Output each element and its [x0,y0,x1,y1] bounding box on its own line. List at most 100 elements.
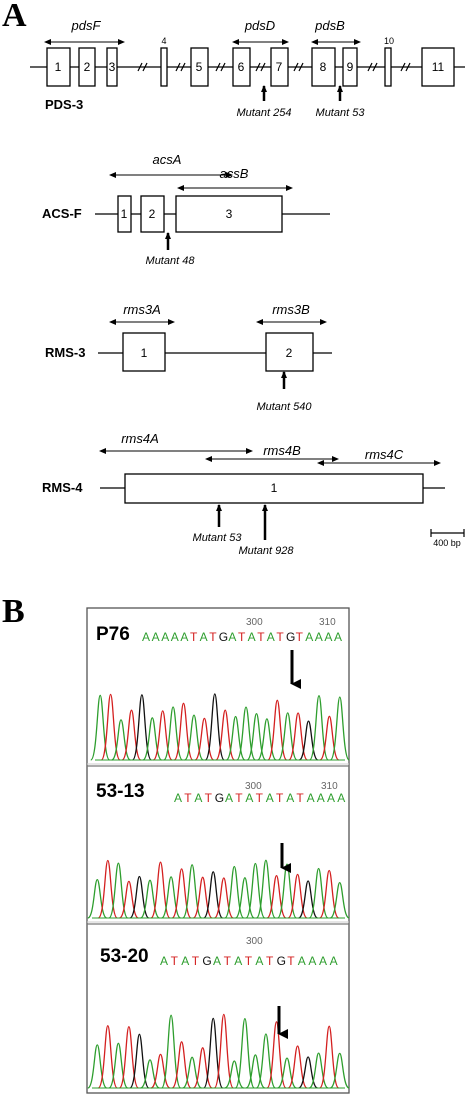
trace-label: P76 [96,624,130,645]
exon-box [342,47,358,87]
fragment-label: pdsF [71,18,102,33]
fragment-label: pdsB [314,18,345,33]
exon-box [117,195,132,233]
base-call: T [205,791,213,805]
base-call: T [257,630,265,644]
exon-number: 2 [149,207,156,221]
base-call: A [234,954,242,968]
exon-box [311,47,336,87]
exon-number: 1 [55,60,62,74]
trace-peak [329,881,350,919]
base-call: T [190,630,198,644]
gene-name: RMS-4 [42,480,83,495]
panel-a-letter: A [2,0,27,34]
trace-peak [194,717,215,761]
exon-box [270,47,289,87]
exon-number: 1 [141,346,148,360]
exon-number: 3 [226,207,233,221]
fragment-label: rms3A [123,302,161,317]
scale-bar: 400 bp [430,529,465,548]
exon-number: 8 [320,60,327,74]
base-call: G [215,791,225,805]
mutant-label: Mutant 53 [316,107,366,119]
base-call: A [174,791,182,805]
base-call: A [200,630,208,644]
exon-box [384,47,392,87]
mutant-label: Mutant 928 [238,545,294,557]
base-call: T [296,630,304,644]
exon-box [232,47,251,87]
trace-peak [298,720,319,761]
base-call: G [286,630,296,644]
base-call: A [266,791,274,805]
base-call: A [213,954,221,968]
base-call: A [307,791,315,805]
mutant-label: Mutant 53 [193,532,243,544]
trace-peak [100,693,121,761]
trace-label: 53-13 [96,781,145,802]
base-call: A [180,630,188,644]
fragment-label: pdsD [244,18,275,33]
exon-box [106,47,118,87]
base-call: A [305,630,313,644]
trace-peaks [90,693,350,761]
exon-box [122,332,166,372]
base-call: A [248,630,256,644]
exon-box [124,473,424,504]
mutant-label: Mutant 254 [236,107,291,119]
base-call: G [202,954,212,968]
base-call: A [255,954,263,968]
trace-peak [108,1042,129,1089]
base-call: A [327,791,335,805]
base-call: A [142,630,150,644]
trace-peak [319,1025,340,1089]
position-label: 300 [246,936,263,947]
trace-peak [245,1054,266,1089]
exon-number: 2 [84,60,91,74]
exon-number: 1 [121,207,128,221]
trace-peak [87,1044,108,1089]
trace-peak [129,1033,150,1089]
base-call: T [296,791,304,805]
exon-number: 2 [286,346,293,360]
base-call: A [181,954,189,968]
base-call: A [337,791,345,805]
exon-box [265,332,314,372]
base-call: T [256,791,264,805]
exon-number: 7 [276,60,283,74]
base-call: A [228,630,236,644]
base-call: A [225,791,233,805]
trace-peak [319,715,340,761]
gene-model-acsf: 1 2 3 acsA acsB ACS-F Mutant 48 [42,152,330,267]
gene-name: PDS-3 [45,97,83,112]
gene-name: ACS-F [42,206,82,221]
fragment-label: rms3B [272,302,310,317]
exon-number: 9 [347,60,354,74]
trace-peak [308,1052,329,1089]
exon-number: 6 [238,60,245,74]
fragment-label: rms4B [263,443,301,458]
exon-number: 3 [109,60,116,74]
scale-bar-label: 400 bp [433,538,461,548]
base-call: A [171,630,179,644]
base-call: A [319,954,327,968]
base-call: T [235,791,243,805]
trace-peak [256,718,277,761]
exon-number: 4 [161,36,166,46]
position-label: 310 [319,617,336,628]
position-label: 300 [246,617,263,628]
base-call: A [160,954,168,968]
trace-peak [150,1053,171,1089]
exon-number: 11 [432,60,445,74]
trace-peak [139,879,161,919]
base-call: G [219,630,229,644]
trace-peak [192,1047,213,1089]
gene-model-rms4: 1 rms4A rms4B rms4C RMS-4 Mutant 53 Muta… [42,431,445,557]
base-call: T [209,630,217,644]
fragment-label: rms4A [121,431,159,446]
fragment-label: acsA [153,152,182,167]
base-call: T [276,791,284,805]
fragment-label: acsB [220,166,249,181]
